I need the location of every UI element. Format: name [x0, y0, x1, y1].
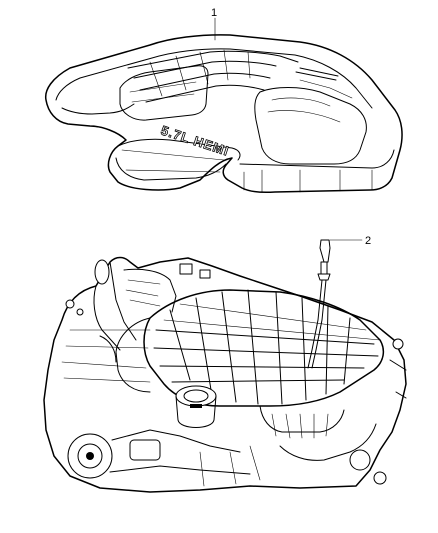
callout-2-label: 2	[365, 235, 371, 247]
dipstick-tube	[307, 239, 363, 369]
callout-1-label: 1	[211, 7, 217, 19]
engine-assembly	[43, 256, 407, 493]
hemi-badge: 5.7L HEMI	[159, 122, 232, 159]
hemi-badge-text: 5.7L HEMI	[159, 123, 231, 159]
engine-cover: 5.7L HEMI	[44, 17, 403, 194]
